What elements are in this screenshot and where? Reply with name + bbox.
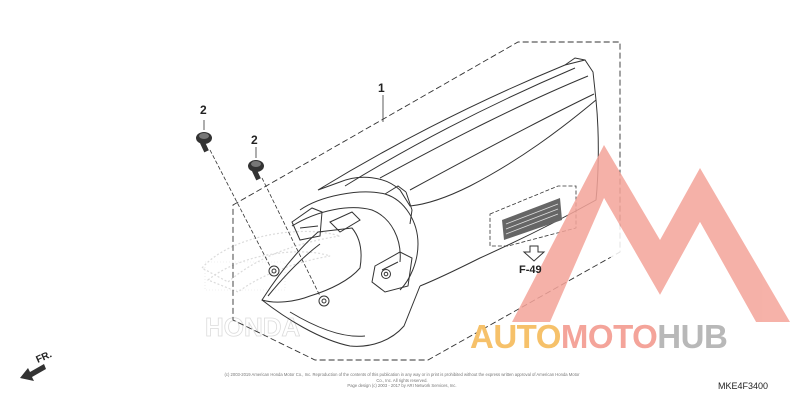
diagram-code: MKE4F3400 bbox=[718, 381, 769, 391]
bolt-2b bbox=[248, 160, 264, 181]
reference-arrow bbox=[522, 245, 546, 262]
honda-text-watermark: HONDA bbox=[205, 312, 301, 342]
mounting-holes bbox=[268, 265, 391, 307]
front-direction-arrow bbox=[20, 364, 46, 381]
rear-fender bbox=[261, 57, 599, 347]
automotohub-logo-mark bbox=[512, 145, 790, 340]
callout-part-2a: 2 bbox=[200, 103, 207, 117]
copyright-line-2: Page design (c) 2003 - 2017 by ARI Netwo… bbox=[347, 383, 457, 388]
wordmark-auto: AUTO bbox=[470, 318, 561, 355]
callout-part-1: 1 bbox=[378, 81, 385, 95]
bolt-2a bbox=[196, 132, 212, 153]
copyright-line-1: (c) 2003-2019 American Honda Motor Co., … bbox=[224, 372, 580, 383]
wordmark-hub: HUB bbox=[657, 318, 728, 355]
copyright-notice: (c) 2003-2019 American Honda Motor Co., … bbox=[222, 372, 582, 389]
reference-f49: F-49 bbox=[519, 264, 542, 276]
wordmark-moto: MOTO bbox=[560, 318, 658, 355]
callout-part-2b: 2 bbox=[251, 133, 258, 147]
automotohub-wordmark: AUTOMOTOHUB bbox=[470, 318, 728, 356]
leader-lines bbox=[203, 95, 384, 297]
